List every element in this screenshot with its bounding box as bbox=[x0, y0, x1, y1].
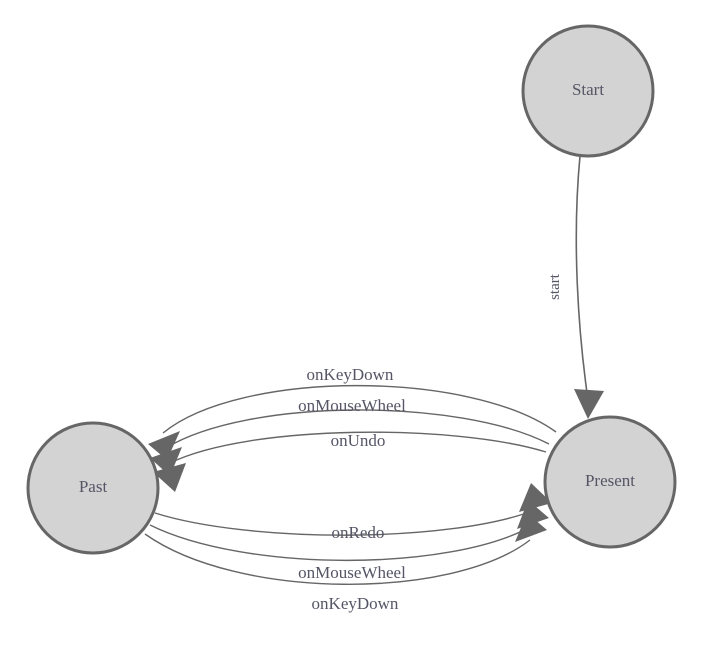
arrowhead-present-to-past-3 bbox=[153, 463, 186, 492]
edge-past-to-present-onkeydown-path bbox=[144, 533, 531, 585]
edge-present-to-past-onundo[interactable]: onUndo bbox=[153, 431, 547, 492]
node-past-circle bbox=[26, 421, 160, 555]
edge-present-to-past-onmousewheel[interactable]: onMouseWheel bbox=[150, 396, 550, 476]
node-start-label: Start bbox=[572, 80, 604, 99]
node-past-label: Past bbox=[79, 477, 108, 496]
node-present[interactable]: Present bbox=[543, 415, 677, 549]
edge-past-to-present-onmousewheel-path bbox=[149, 524, 533, 562]
edge-present-to-past-onkeydown-path bbox=[162, 385, 557, 434]
edge-label-onkeydown-bottom: onKeyDown bbox=[312, 594, 399, 613]
edge-label-onmousewheel-top: onMouseWheel bbox=[298, 396, 406, 415]
node-start[interactable]: Start bbox=[521, 24, 655, 158]
edge-label-onkeydown-top: onKeyDown bbox=[307, 365, 394, 384]
edge-label-onundo: onUndo bbox=[331, 431, 386, 450]
arrowhead-present-to-past-2 bbox=[150, 447, 182, 476]
edge-present-to-past-onkeydown[interactable]: onKeyDown bbox=[148, 365, 557, 460]
edge-past-to-present-onredo[interactable]: onRedo bbox=[154, 483, 552, 542]
edge-label-onredo: onRedo bbox=[332, 523, 385, 542]
edge-past-to-present-onkeydown[interactable]: onKeyDown bbox=[144, 513, 547, 613]
arrowhead-start-to-present bbox=[574, 389, 604, 419]
arrowhead-present-to-past-1 bbox=[148, 431, 180, 460]
node-past[interactable]: Past bbox=[26, 421, 160, 555]
edge-label-onmousewheel-bottom: onMouseWheel bbox=[298, 563, 406, 582]
edge-past-to-present-onredo-path bbox=[154, 509, 536, 536]
arrowhead-past-to-present-3 bbox=[515, 513, 547, 542]
node-start-circle bbox=[521, 24, 655, 158]
edge-present-to-past-onundo-path bbox=[169, 431, 547, 464]
node-present-circle bbox=[543, 415, 677, 549]
edge-label-start: start bbox=[547, 273, 563, 300]
edge-start-to-present[interactable]: start bbox=[547, 155, 604, 419]
edge-start-to-present-path bbox=[575, 155, 589, 401]
edge-present-to-past-onmousewheel-path bbox=[165, 409, 550, 449]
node-present-label: Present bbox=[585, 471, 635, 490]
